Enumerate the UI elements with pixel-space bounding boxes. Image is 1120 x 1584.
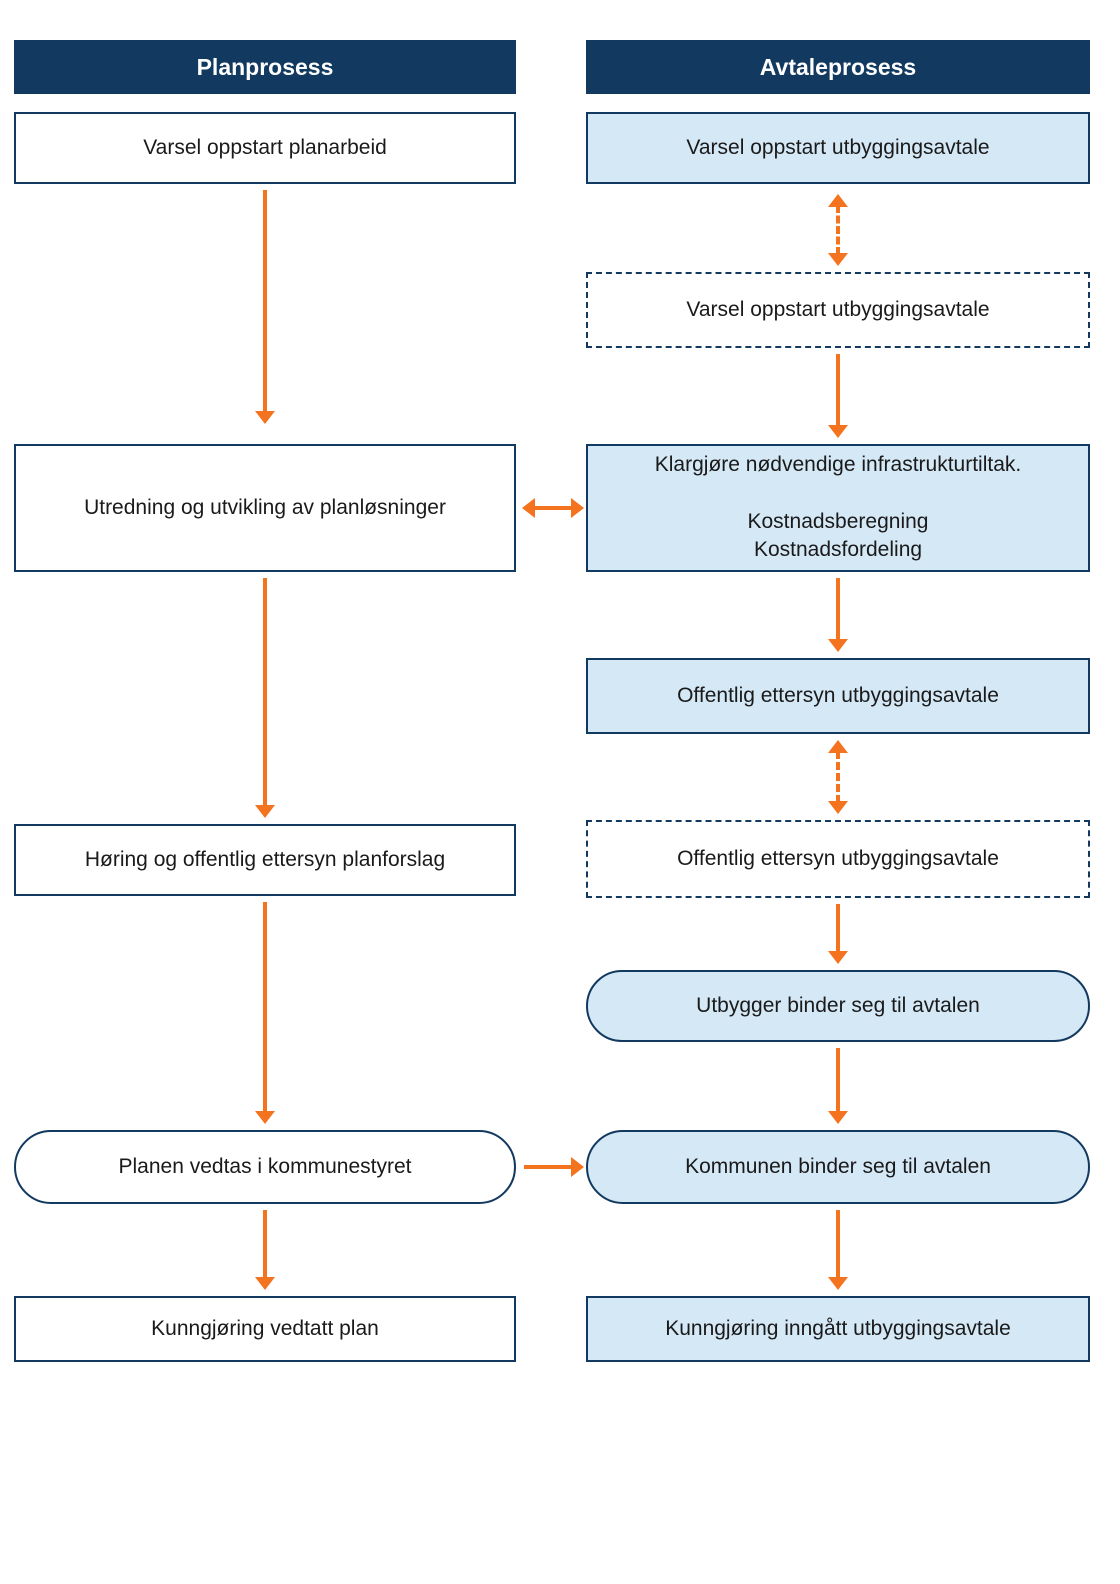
arrow-down-icon — [826, 578, 850, 652]
plan-column-header: Planprosess — [14, 40, 516, 94]
arrow-right-icon — [524, 1155, 584, 1179]
arrow-dashed-updown-icon — [826, 194, 850, 266]
node-ettersyn-2: Offentlig ettersyn utbyggingsavtale — [586, 820, 1090, 898]
klargjore-line-2: Kostnadsberegning — [747, 509, 929, 533]
node-varsel-utbyggingsavtale-2: Varsel oppstart utbyggingsavtale — [586, 272, 1090, 348]
node-kommunen: Kommunen binder seg til avtalen — [586, 1130, 1090, 1204]
klargjore-line-1: Klargjøre nødvendige infrastrukturtiltak… — [654, 453, 1022, 477]
arrow-dashed-updown-icon — [826, 740, 850, 814]
arrow-leftright-icon — [522, 496, 584, 520]
arrow-down-icon — [826, 1210, 850, 1290]
node-ettersyn-1: Offentlig ettersyn utbyggingsavtale — [586, 658, 1090, 734]
arrow-down-icon — [253, 902, 277, 1124]
node-kunngjoring-avtale: Kunngjøring inngått utbyggingsavtale — [586, 1296, 1090, 1362]
arrow-down-icon — [253, 578, 277, 818]
node-varsel-utbyggingsavtale-1: Varsel oppstart utbyggingsavtale — [586, 112, 1090, 184]
node-kunngjoring-plan: Kunngjøring vedtatt plan — [14, 1296, 516, 1362]
node-utredning: Utredning og utvikling av planløsninger — [14, 444, 516, 572]
node-horing: Høring og offentlig ettersyn planforslag — [14, 824, 516, 896]
avtale-column-header: Avtaleprosess — [586, 40, 1090, 94]
node-vedtak: Planen vedtas i kommunestyret — [14, 1130, 516, 1204]
klargjore-line-3: Kostnadsfordeling — [753, 538, 923, 562]
node-varsel-planarbeid: Varsel oppstart planarbeid — [14, 112, 516, 184]
arrow-down-icon — [826, 904, 850, 964]
node-klargjore: Klargjøre nødvendige infrastrukturtiltak… — [586, 444, 1090, 572]
arrow-down-icon — [826, 354, 850, 438]
node-utbygger: Utbygger binder seg til avtalen — [586, 970, 1090, 1042]
arrow-down-icon — [826, 1048, 850, 1124]
arrow-down-icon — [253, 1210, 277, 1290]
arrow-down-icon — [253, 190, 277, 424]
